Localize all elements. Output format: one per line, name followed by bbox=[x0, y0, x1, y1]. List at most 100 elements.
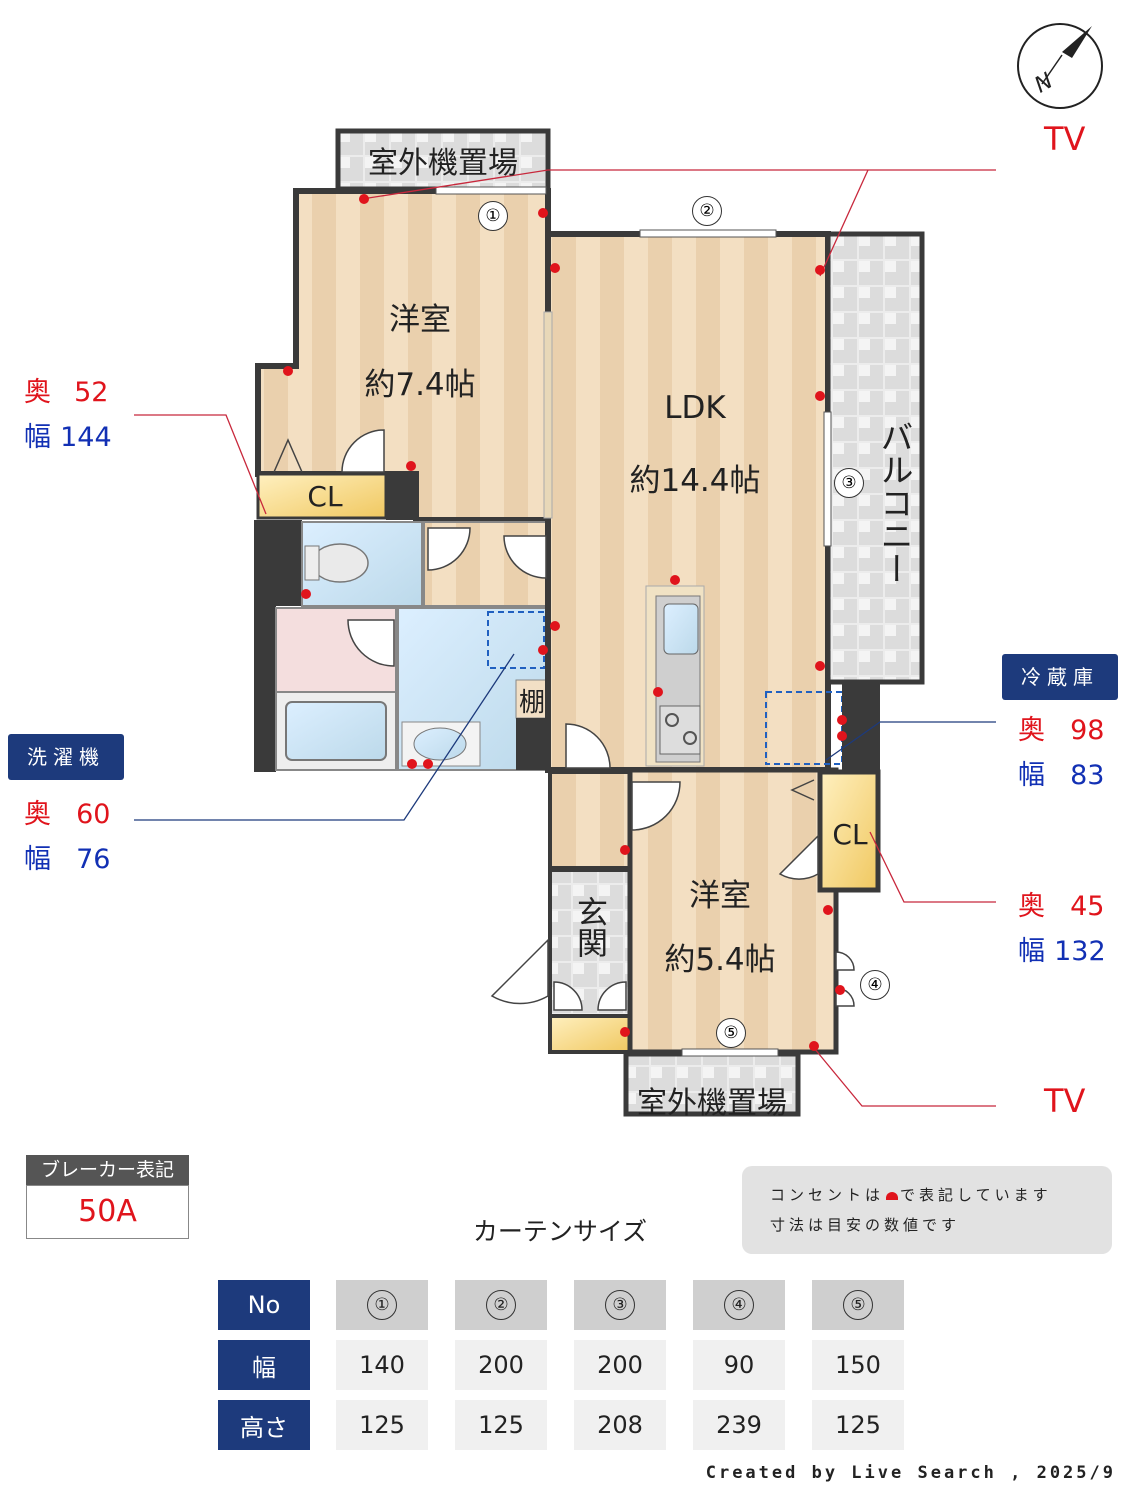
note-line1-pre: コンセントは bbox=[770, 1186, 885, 1204]
depth-label: 奥 bbox=[24, 799, 51, 830]
curtain-no-3: ③ bbox=[574, 1280, 666, 1330]
washer-callout: 奥 60 幅 76 bbox=[24, 792, 144, 876]
balcony bbox=[825, 231, 925, 685]
ldk-size: 約14.4帖 bbox=[629, 463, 761, 499]
curtain-no-2: ② bbox=[455, 1280, 547, 1330]
breaker-box: ブレーカー表記 50A bbox=[26, 1155, 189, 1239]
washer-space bbox=[487, 611, 545, 669]
window-4-number: ④ bbox=[860, 970, 890, 1000]
depth-label: 奥 bbox=[1018, 891, 1045, 922]
bathtub-icon bbox=[285, 701, 387, 761]
depth-label: 奥 bbox=[24, 377, 51, 408]
curtain-width-3: 200 bbox=[574, 1340, 666, 1390]
fridge-callout: 奥 98 幅 83 bbox=[1018, 708, 1118, 792]
width-label: 幅 bbox=[1018, 936, 1045, 967]
outdoor-unit-top-label: 室外機置場 bbox=[368, 146, 518, 181]
row-label-width: 幅 bbox=[218, 1340, 310, 1390]
outlet-marker-icon bbox=[886, 1192, 899, 1200]
closet-left bbox=[256, 472, 388, 520]
depth-value: 52 bbox=[74, 377, 109, 408]
toilet-tank bbox=[304, 545, 320, 581]
depth-value: 45 bbox=[1070, 891, 1105, 922]
western-room-2-size: 約5.4帖 bbox=[664, 942, 776, 978]
row-label-height: 高さ bbox=[218, 1400, 310, 1450]
ldk-name: LDK bbox=[664, 390, 726, 426]
closet-right-callout: 奥 45 幅 132 bbox=[1018, 884, 1118, 968]
window-5-number: ⑤ bbox=[716, 1018, 746, 1048]
outdoor-unit-bottom-label: 室外機置場 bbox=[637, 1086, 787, 1121]
shoe-box bbox=[548, 1014, 632, 1054]
wall-block bbox=[254, 520, 276, 772]
width-label: 幅 bbox=[24, 422, 51, 453]
curtain-no-4-text: ④ bbox=[724, 1290, 754, 1320]
window-1-number: ① bbox=[478, 201, 508, 231]
row-label-no: No bbox=[218, 1280, 310, 1330]
curtain-title: カーテンサイズ bbox=[472, 1217, 648, 1246]
closet-right-label: CL bbox=[832, 818, 868, 851]
tv-label-bottom: TV bbox=[1044, 1082, 1086, 1120]
leader-lines bbox=[134, 169, 996, 1107]
shelf-label: 棚 bbox=[518, 688, 545, 718]
window-3-number: ③ bbox=[834, 468, 864, 498]
curtain-width-1: 140 bbox=[336, 1340, 428, 1390]
western-room-1-size: 約7.4帖 bbox=[364, 367, 476, 403]
curtain-no-3-text: ③ bbox=[605, 1290, 635, 1320]
width-value: 144 bbox=[60, 422, 112, 453]
curtain-height-1: 125 bbox=[336, 1400, 428, 1450]
depth-value: 98 bbox=[1070, 715, 1105, 746]
closet-door-icon bbox=[790, 779, 815, 801]
curtain-no-4: ④ bbox=[693, 1280, 785, 1330]
curtain-no-5-text: ⑤ bbox=[843, 1290, 873, 1320]
stove-icon bbox=[659, 705, 701, 755]
closet-left-label: CL bbox=[307, 480, 343, 513]
outlets bbox=[283, 194, 847, 1051]
curtain-height-2: 125 bbox=[455, 1400, 547, 1450]
width-value: 132 bbox=[1054, 936, 1106, 967]
washer-badge: 洗濯機 bbox=[8, 734, 124, 780]
compass-needle-tail bbox=[1041, 54, 1063, 85]
window-2 bbox=[639, 229, 777, 238]
window-5 bbox=[681, 1048, 779, 1057]
kitchen-sink-icon bbox=[663, 603, 699, 655]
sink-icon bbox=[413, 727, 467, 761]
tv-label-top: TV bbox=[1044, 120, 1086, 158]
compass-icon bbox=[1017, 23, 1103, 109]
curtain-no-1: ① bbox=[336, 1280, 428, 1330]
width-label: 幅 bbox=[1018, 760, 1045, 791]
floor-plan: N bbox=[134, 23, 1103, 1117]
credit-text: Created by Live Search , 2025/9 bbox=[705, 1463, 1116, 1483]
toilet-icon bbox=[311, 543, 369, 583]
curtain-width-2: 200 bbox=[455, 1340, 547, 1390]
note-line1-post: で表記しています bbox=[900, 1186, 1052, 1204]
width-label: 幅 bbox=[24, 844, 51, 875]
wall-block bbox=[516, 718, 548, 770]
burner-icon bbox=[683, 731, 697, 745]
western-room-2-name: 洋室 bbox=[689, 878, 751, 914]
note-line2: 寸法は目安の数値です bbox=[770, 1216, 961, 1234]
closet-left-callout: 奥 52 幅 144 bbox=[24, 370, 144, 454]
sliding-partition bbox=[543, 311, 553, 519]
compass-needle bbox=[1062, 26, 1092, 58]
curtain-no-1-text: ① bbox=[367, 1290, 397, 1320]
window-2-number: ② bbox=[692, 196, 722, 226]
breaker-title: ブレーカー表記 bbox=[26, 1155, 189, 1185]
depth-label: 奥 bbox=[1018, 715, 1045, 746]
closet-door-icon bbox=[273, 438, 303, 473]
wall-block bbox=[386, 474, 416, 520]
closet-right bbox=[817, 769, 881, 893]
fridge-badge: 冷蔵庫 bbox=[1002, 654, 1118, 700]
shelf-box bbox=[515, 679, 549, 719]
curtain-no-5: ⑤ bbox=[812, 1280, 904, 1330]
curtain-width-4: 90 bbox=[693, 1340, 785, 1390]
burner-icon bbox=[665, 713, 679, 727]
curtain-height-5: 125 bbox=[812, 1400, 904, 1450]
western-room-1-name: 洋室 bbox=[389, 302, 451, 338]
depth-value: 60 bbox=[76, 799, 111, 830]
hall-bottom bbox=[548, 770, 632, 870]
window-3 bbox=[823, 411, 832, 547]
entrance-label: 玄関 bbox=[571, 896, 607, 958]
breaker-value: 50A bbox=[26, 1185, 189, 1239]
wall-block bbox=[276, 520, 302, 606]
balcony-label: バルコニー bbox=[875, 420, 914, 585]
window-1 bbox=[435, 186, 547, 195]
